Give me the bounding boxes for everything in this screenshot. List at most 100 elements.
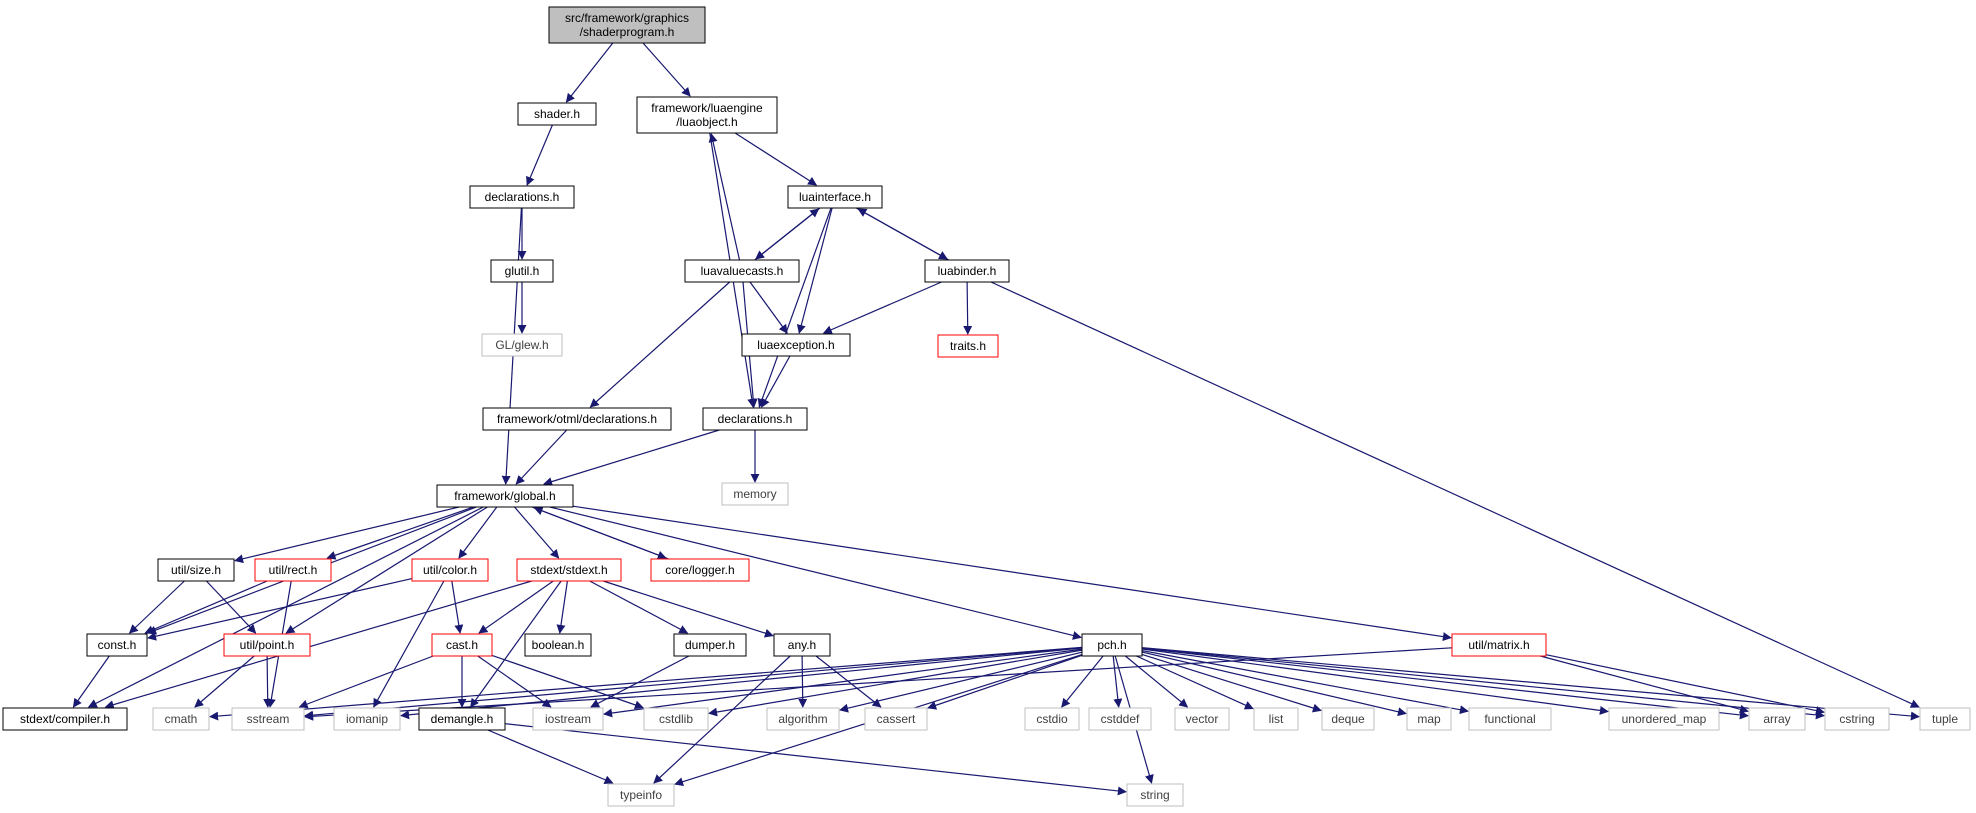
node-dumper[interactable]: dumper.h [673, 633, 747, 657]
node-unordered-map: unordered_map [1608, 707, 1720, 731]
node-size[interactable]: util/size.h [157, 558, 235, 582]
node-point[interactable]: util/point.h [223, 633, 311, 657]
edge-global-to-matrix [572, 505, 1452, 642]
node-label: typeinfo [620, 788, 662, 802]
node-label: sstream [247, 712, 290, 726]
node-cstdlib: cstdlib [643, 707, 709, 731]
node-box [702, 407, 808, 431]
edge-dumper-to-iostream [590, 655, 690, 708]
edge-line [757, 207, 832, 408]
node-declarations-lua[interactable]: declarations.h [702, 407, 808, 431]
node-label: unordered_map [1622, 712, 1707, 726]
node-box [2, 707, 128, 731]
edge-line [603, 648, 1083, 718]
edge-pch-to-map [1141, 651, 1407, 717]
edge-line [285, 506, 488, 634]
node-cstddef: cstddef [1088, 707, 1152, 731]
node-cstdio: cstdio [1024, 707, 1080, 731]
edge-size-to-const [128, 580, 185, 634]
node-luainterface[interactable]: luainterface.h [787, 185, 883, 209]
edge-line [504, 723, 1127, 796]
edge-pch-to-iostream [603, 648, 1083, 718]
node-rect[interactable]: util/rect.h [254, 558, 332, 582]
edge-line [470, 580, 562, 708]
node-label: luabinder.h [938, 264, 997, 278]
edge-line [1141, 647, 1749, 720]
edge-line [543, 429, 720, 486]
node-color[interactable]: util/color.h [411, 558, 489, 582]
edge-line [326, 506, 474, 560]
node-traits[interactable]: traits.h [937, 334, 999, 358]
node-stdext[interactable]: stdext/stdext.h [516, 558, 622, 582]
node-label: any.h [788, 638, 816, 652]
edge-any-to-algorithm [798, 655, 808, 708]
edge-line [754, 208, 820, 261]
edge-pch-to-cassert [927, 654, 1083, 710]
edge-pch-to-algorithm [839, 651, 1083, 713]
node-compiler[interactable]: stdext/compiler.h [2, 707, 128, 731]
node-luavaluecasts[interactable]: luavaluecasts.h [684, 259, 800, 283]
node-global[interactable]: framework/global.h [436, 484, 574, 508]
node-shaderprogram[interactable]: src/framework/graphics/shaderprogram.h [548, 6, 706, 44]
node-const[interactable]: const.h [86, 633, 148, 657]
node-luaobject[interactable]: framework/luaengine/luaobject.h [636, 96, 778, 134]
node-label: cast.h [446, 638, 478, 652]
node-label: pch.h [1097, 638, 1126, 652]
edge-line [590, 655, 690, 708]
node-glutil[interactable]: glutil.h [490, 259, 554, 283]
edge-line [72, 655, 110, 708]
node-any[interactable]: any.h [773, 633, 831, 657]
edge-pch-to-sstream [304, 647, 1083, 720]
edge-line [104, 580, 532, 710]
edge-line [963, 281, 973, 335]
node-boolean[interactable]: boolean.h [524, 633, 592, 657]
node-otml-decl[interactable]: framework/otml/declarations.h [482, 407, 672, 431]
edge-pch-to-list [1136, 655, 1254, 710]
edge-line [526, 124, 553, 186]
node-box [254, 558, 332, 582]
edge-pch-to-array [1141, 647, 1749, 720]
node-label: const.h [98, 638, 137, 652]
node-luaexception[interactable]: luaexception.h [741, 333, 851, 357]
node-label: util/size.h [171, 563, 221, 577]
edge-line [572, 505, 1452, 642]
node-vector: vector [1174, 707, 1230, 731]
edge-line [209, 646, 1083, 721]
node-box [1406, 707, 1452, 731]
node-cast[interactable]: cast.h [431, 633, 493, 657]
node-shader[interactable]: shader.h [517, 102, 597, 126]
node-declarations-gfx[interactable]: declarations.h [469, 185, 575, 209]
node-label: /shaderprogram.h [580, 25, 675, 39]
edge-line [491, 654, 644, 710]
edge-stdext-to-dumper [589, 580, 689, 634]
edge-line [128, 580, 185, 634]
edge-line [734, 132, 818, 186]
edge-line [147, 578, 413, 641]
edge-line [1141, 647, 1920, 721]
node-box [517, 102, 597, 126]
edge-line [373, 580, 445, 708]
edge-color-to-iomanip [373, 580, 445, 708]
node-string: string [1126, 783, 1184, 807]
node-box [532, 707, 604, 731]
node-matrix[interactable]: util/matrix.h [1451, 633, 1547, 657]
node-pch[interactable]: pch.h [1081, 633, 1143, 657]
edge-line [990, 281, 1920, 708]
edge-global-to-pch [549, 506, 1082, 640]
edge-luavaluecasts-to-luaobject [708, 133, 741, 261]
node-box [1748, 707, 1806, 731]
node-logger[interactable]: core/logger.h [650, 558, 750, 582]
node-cmath: cmath [152, 707, 210, 731]
node-box [937, 334, 999, 358]
node-luabinder[interactable]: luabinder.h [924, 259, 1010, 283]
node-box [924, 259, 1010, 283]
edge-line [822, 281, 942, 334]
node-box [773, 633, 831, 657]
edge-demangle-to-typeinfo [487, 729, 614, 784]
node-box [1126, 783, 1184, 807]
edge-any-to-typeinfo [653, 655, 791, 784]
node-demangle[interactable]: demangle.h [418, 707, 506, 731]
node-box [721, 482, 789, 506]
node-box [673, 633, 747, 657]
node-algorithm: algorithm [766, 707, 840, 731]
